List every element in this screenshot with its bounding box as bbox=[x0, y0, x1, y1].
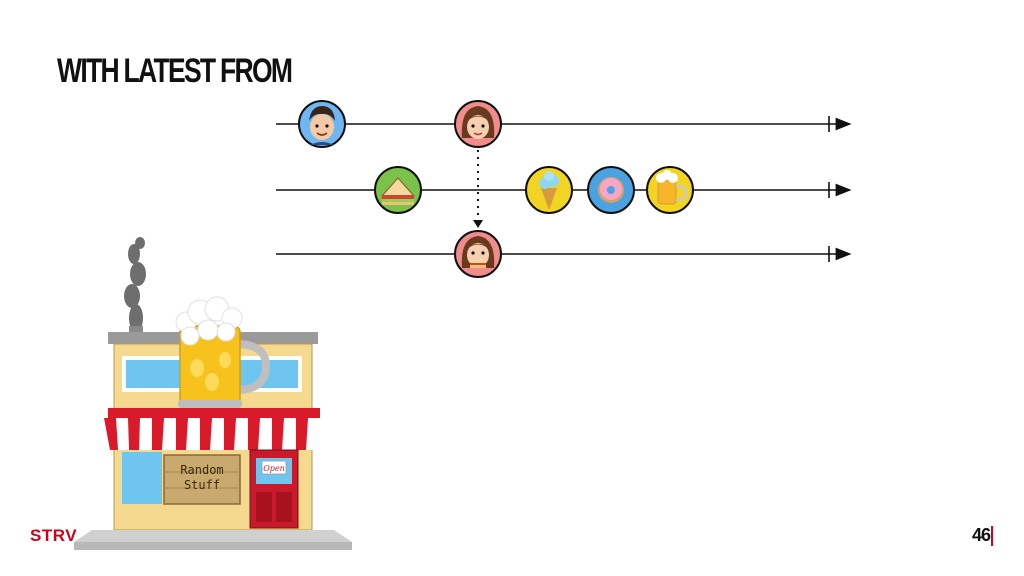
awning bbox=[104, 408, 324, 450]
shop-illustration: Random Stuff Open bbox=[74, 237, 352, 550]
brand-logo: STRV bbox=[30, 526, 78, 545]
page-number-marker bbox=[991, 526, 993, 546]
smoke-icon bbox=[124, 237, 146, 332]
shop-sign-line1: Random bbox=[180, 463, 223, 477]
girl-with-sandwich-icon bbox=[454, 230, 502, 278]
ice-cream-icon bbox=[525, 166, 573, 214]
beer-mug-sign-icon bbox=[175, 296, 271, 408]
open-sign: Open bbox=[261, 460, 287, 475]
page-number: 46 bbox=[971, 525, 991, 545]
sandwich-icon bbox=[374, 166, 422, 214]
timeline-person bbox=[276, 116, 852, 132]
timeline-result bbox=[276, 246, 852, 262]
slide-title: WITH LATEST FROM bbox=[57, 52, 293, 90]
beer-mug-icon bbox=[646, 166, 694, 214]
combine-connector bbox=[473, 150, 483, 228]
shop-sign-line2: Stuff bbox=[184, 478, 220, 492]
boy-face-icon bbox=[298, 100, 346, 148]
girl-face-icon bbox=[454, 100, 502, 148]
open-sign-text: Open bbox=[263, 464, 285, 473]
donut-icon bbox=[587, 166, 635, 214]
